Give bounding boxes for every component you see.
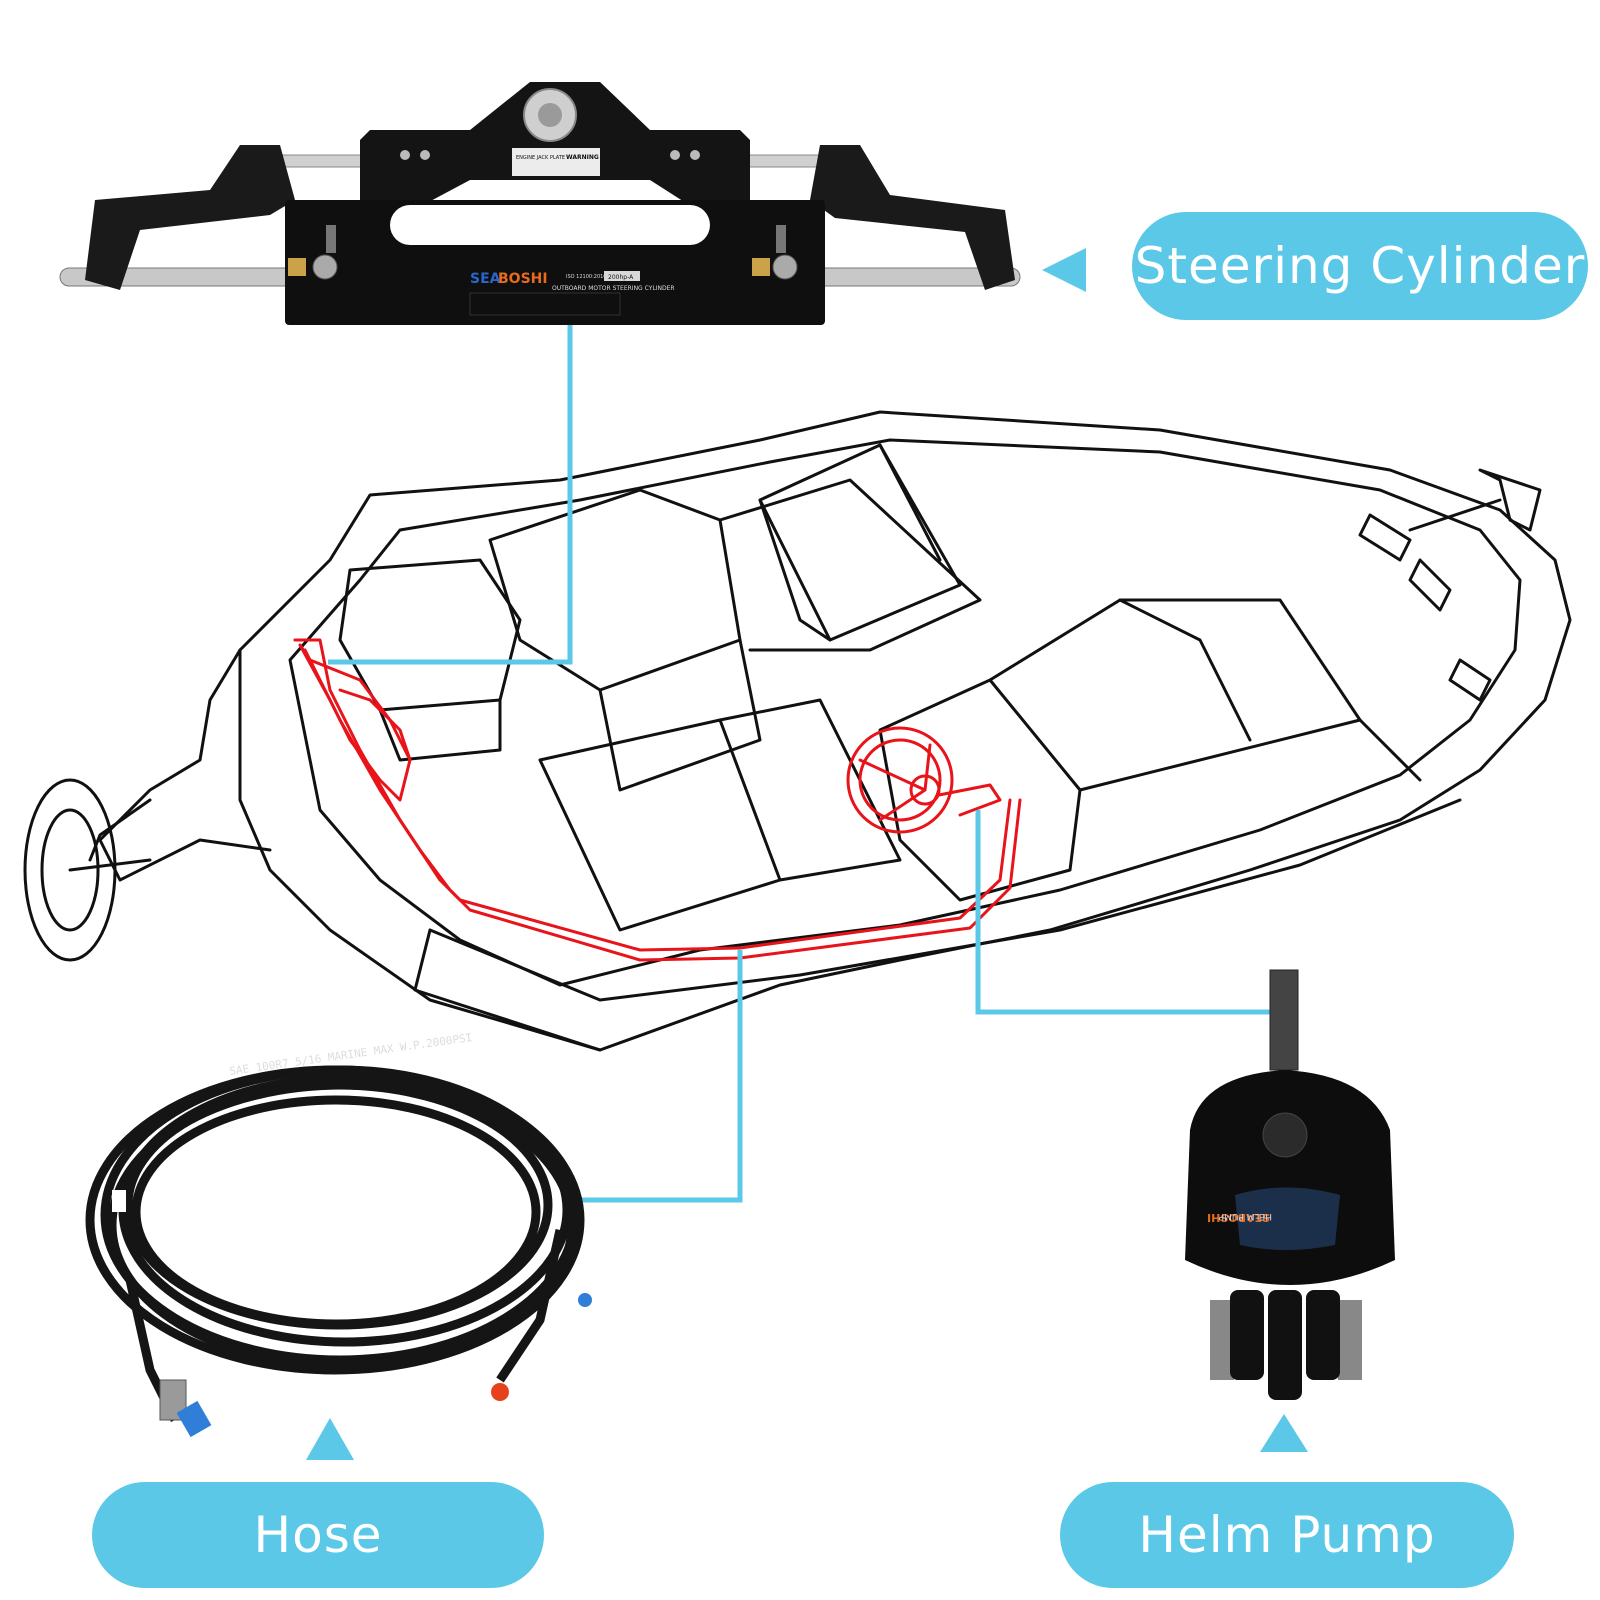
pump-product: HELM PUMP (1218, 1211, 1272, 1221)
boat-outline (23, 410, 1572, 1052)
steering-pointer-triangle (1042, 248, 1086, 292)
plate-title: ENGINE JACK PLATE (516, 155, 565, 161)
cylinder-rating: 200hp-A (608, 274, 634, 281)
cylinder-model: OUTBOARD MOTOR STEERING CYLINDER (552, 285, 675, 292)
connector-lines (328, 310, 1284, 1203)
helm-pump-label-text: Helm Pump (1138, 1506, 1436, 1564)
plate-warning: WARNING (566, 154, 599, 161)
helm-pump-label: Helm Pump (1060, 1482, 1514, 1588)
hose-label-text: Hose (253, 1506, 383, 1564)
cylinder-iso: ISO 12100:2010 (566, 274, 607, 280)
steering-cylinder-label: Steering Cylinder (1132, 212, 1588, 320)
hose-coil (85, 1065, 585, 1423)
pump-brand: SEABOSHI (1207, 1211, 1270, 1224)
steering-cylinder-label-text: Steering Cylinder (1134, 237, 1586, 295)
cylinder-connector (328, 310, 573, 665)
hose-connector (568, 950, 743, 1203)
helm-pump: SEABOSHI HELM PUMP (1185, 969, 1395, 1452)
pump-connector (975, 810, 1284, 1015)
hose-fittings (112, 1190, 592, 1438)
steering-cylinder: ENGINE JACK PLATE WARNING SEA BOSHI ISO … (59, 82, 1086, 325)
cylinder-brand-suffix: BOSHI (498, 271, 548, 287)
hose-pointer-triangle (306, 1418, 354, 1460)
hose-label: Hose (92, 1482, 544, 1588)
hydraulic-route (293, 638, 1022, 962)
cylinder-brand-prefix: SEA (470, 271, 501, 287)
helm-pointer-triangle (1260, 1414, 1308, 1452)
